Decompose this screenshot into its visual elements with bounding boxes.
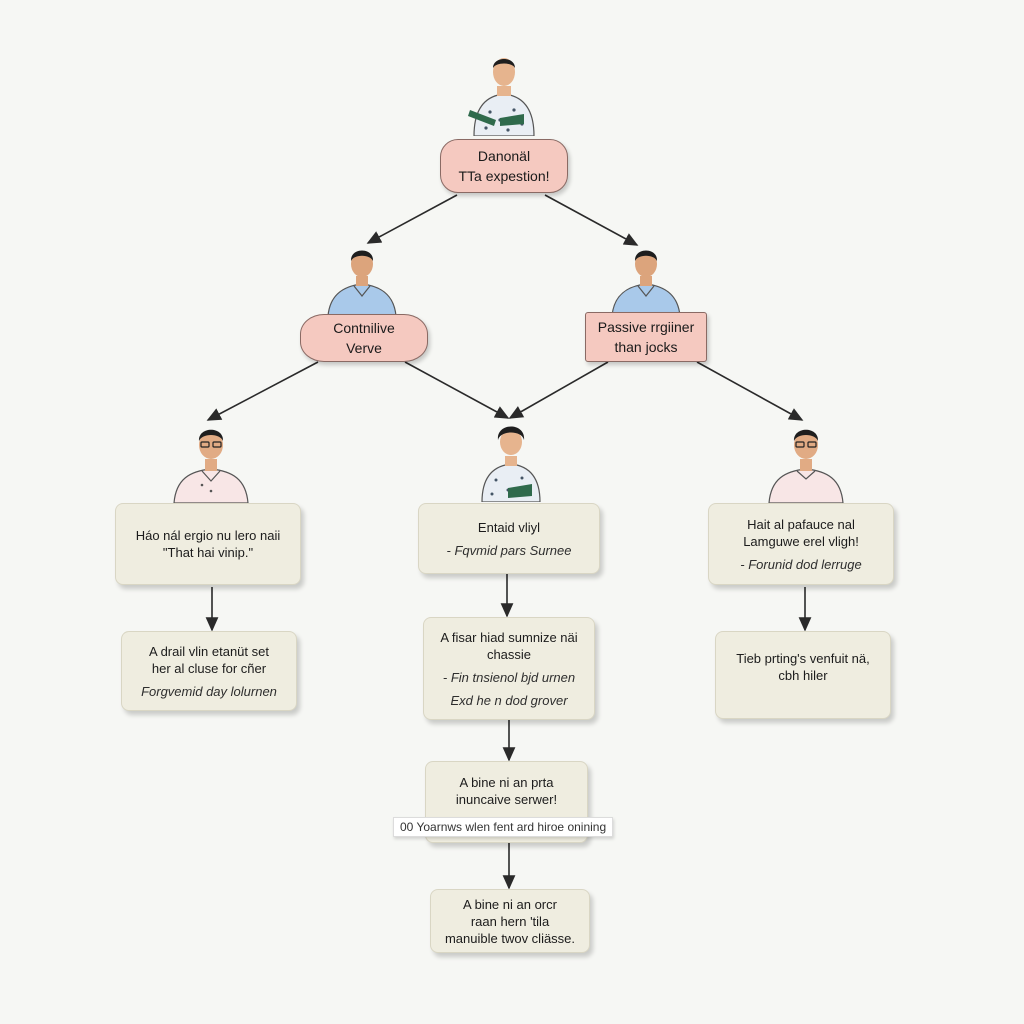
col-mid-top-line-1: Entaid vliyl [477,519,541,535]
col-mid-second-line-1: A fisar hiad sumnize näi [440,629,578,645]
col-right-top-note: - Forunid dod lerruge [740,556,862,572]
branch-left-line-1: Contnilive [333,320,395,336]
col-mid-bottom-line-2: raan hern 'tila [470,913,550,929]
person-glasses-icon [173,429,249,503]
col-right-top-line-1: Hait al pafauce nal [747,516,855,532]
person-tray-icon [468,58,535,136]
col-mid-bottom-card: A bine ni an orcr raan hern 'tila manuib… [430,889,590,953]
branch-right-line-1: Passive rrgiiner [597,319,695,335]
col-right-bottom-line-1: Tieb prting's venfuit nä, [736,651,870,666]
root-node: Danonäl TTa expestion! [440,139,568,193]
branch-right-node: Passive rrgiiner than jocks [585,312,707,362]
person-icon [327,250,397,316]
col-mid-third-line-1: A bine ni an prta [459,775,554,790]
arrow-left-to-col-mid [404,361,510,419]
branch-left-node: Contnilive Verve [300,314,428,362]
col-left-top-line-1: Háo nál ergio nu lero naii [135,528,281,543]
col-left-bottom-note: Forgvemid day lolurnen [141,683,277,699]
col-mid-second-line-2: chassie [486,646,532,662]
arrow-right-to-col-mid [508,361,609,419]
arrow-right-to-col-right [696,361,804,421]
col-right-bottom-line-2: cbh hiler [778,668,828,683]
col-right-top-card: Hait al pafauce nal Lamguwe erel vligh! … [708,503,894,585]
person-icon [611,250,681,316]
col-right-top-line-2: Lamguwe erel vligh! [743,533,859,549]
arrow-root-right [544,194,639,246]
col-left-top-line-2: "That hai vinip." [162,545,254,560]
col-mid-bottom-line-1: A bine ni an orcr [463,896,557,912]
col-mid-top-card: Entaid vliyl - Fqvmid pars Surnee [418,503,600,574]
person-tray-icon [481,426,541,502]
col-mid-second-note-2: Exd he n dod grover [450,692,568,708]
col-right-bottom-card: Tieb prting's venfuit nä, cbh hiler [715,631,891,719]
arrow-root-left [366,194,458,244]
root-line-1: Danonäl [477,148,531,164]
col-left-bottom-card: A drail vlin etanüt set her al cluse for… [121,631,297,711]
col-mid-second-card: A fisar hiad sumnize näi chassie - Fin t… [423,617,595,720]
root-line-2: TTa expestion! [458,168,550,184]
col-mid-bottom-line-3: manuible twov cliässe. [444,930,576,946]
col-mid-third-line-2: inuncaive serwer! [455,792,558,807]
col-left-bottom-line-1: A drail vlin etanüt set [149,643,269,659]
col-mid-overlay-label: 00 Yoarnws wlen fent ard hiroe onining [393,817,614,837]
col-mid-top-note: - Fqvmid pars Surnee [446,542,572,558]
branch-right-line-2: than jocks [614,339,678,355]
col-mid-second-note-1: - Fin tnsienol bjd urnen [442,669,576,685]
col-left-bottom-line-2: her al cluse for cñer [151,660,267,676]
branch-left-line-2: Verve [346,340,382,356]
col-left-top-card: Háo nál ergio nu lero naii "That hai vin… [115,503,301,585]
arrow-left-to-col-left [206,361,319,421]
person-glasses-icon [768,429,844,503]
